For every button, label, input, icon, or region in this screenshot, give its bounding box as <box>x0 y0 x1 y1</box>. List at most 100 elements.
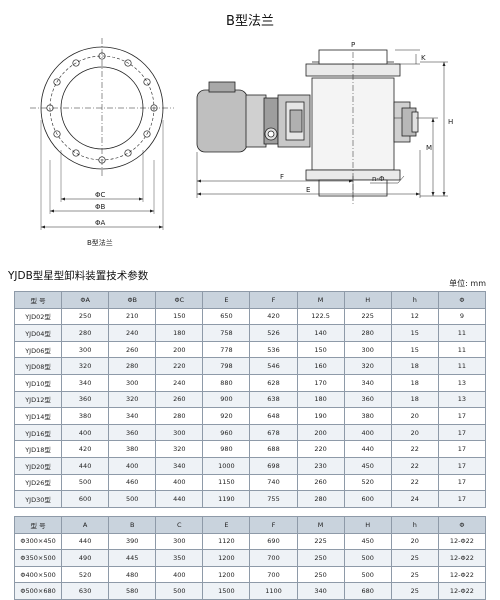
table-cell: 20 <box>390 532 439 551</box>
table-cell: 180 <box>296 390 345 409</box>
table-cell: 650 <box>202 307 251 326</box>
table-cell: 280 <box>155 407 204 425</box>
table-cell: 778 <box>202 340 251 359</box>
table-cell: 320 <box>155 440 204 458</box>
table-cell: 400 <box>61 423 110 442</box>
column-header: H <box>343 291 392 309</box>
table-cell: 260 <box>296 473 345 492</box>
table-cell: YJD30型 <box>13 490 63 508</box>
table-cell: 445 <box>108 549 157 567</box>
table-cell: 380 <box>343 407 392 425</box>
table-cell: 12-Φ22 <box>437 582 487 600</box>
table-cell: 170 <box>296 373 345 392</box>
column-header: ΦB <box>108 291 157 309</box>
table-cell: Φ400×500 <box>13 565 63 584</box>
table-cell: 1000 <box>202 456 251 475</box>
table-cell: 920 <box>202 407 251 425</box>
table-cell: 360 <box>61 390 110 409</box>
dim-e: E <box>306 186 310 194</box>
table-cell: 1200 <box>202 565 251 584</box>
table-cell: YJD16型 <box>13 423 63 442</box>
section-title: YJDB型星型卸料装置技术参数 <box>8 270 149 282</box>
dim-k: K <box>421 54 426 62</box>
table-cell: 320 <box>108 390 157 409</box>
flange-front-view <box>30 38 174 230</box>
table-cell: 225 <box>343 307 392 326</box>
column-header: B <box>108 516 157 534</box>
table-cell: 740 <box>249 473 298 492</box>
dim-n-phi: n-Φ <box>372 175 385 183</box>
table-cell: 250 <box>61 307 110 326</box>
table-cell: 546 <box>249 357 298 375</box>
table-cell: 500 <box>61 473 110 492</box>
table-cell: Φ500×680 <box>13 582 63 600</box>
table-cell: YJD04型 <box>13 324 63 342</box>
table-cell: 700 <box>249 565 298 584</box>
table-cell: 20 <box>390 407 439 425</box>
table-cell: 678 <box>249 423 298 442</box>
column-header: M <box>296 516 345 534</box>
table-cell: 300 <box>343 340 392 359</box>
dim-phi-b: ΦB <box>95 203 106 211</box>
table-cell: 11 <box>437 340 487 359</box>
table-cell: 758 <box>202 324 251 342</box>
dim-f: F <box>280 173 284 181</box>
table-cell: 500 <box>343 549 392 567</box>
table-cell: 210 <box>108 307 157 326</box>
table-cell: 648 <box>249 407 298 425</box>
table-cell: 140 <box>296 324 345 342</box>
table-cell: 25 <box>390 549 439 567</box>
column-header: h <box>390 516 439 534</box>
table-cell: 15 <box>390 340 439 359</box>
table-cell: 628 <box>249 373 298 392</box>
table-cell: 17 <box>437 440 487 458</box>
bolt-holes <box>46 52 158 164</box>
column-header: 型 号 <box>13 516 63 534</box>
column-header: ΦA <box>61 291 110 309</box>
table-cell: 11 <box>437 357 487 375</box>
table-cell: 22 <box>390 473 439 492</box>
table-cell: 250 <box>296 565 345 584</box>
table-cell: 630 <box>61 582 110 600</box>
table-cell: 520 <box>343 473 392 492</box>
table-cell: 300 <box>155 532 204 551</box>
table-cell: 490 <box>61 549 110 567</box>
table-cell: 688 <box>249 440 298 458</box>
table-cell: YJD08型 <box>13 357 63 375</box>
table-cell: 440 <box>155 490 204 508</box>
table-cell: 300 <box>108 373 157 392</box>
table-cell: 180 <box>155 324 204 342</box>
table-cell: 13 <box>437 390 487 409</box>
table-cell: 260 <box>108 340 157 359</box>
table-cell: 526 <box>249 324 298 342</box>
table-cell: 1500 <box>202 582 251 600</box>
table-cell: 440 <box>61 456 110 475</box>
table-cell: 698 <box>249 456 298 475</box>
table-cell: 160 <box>296 357 345 375</box>
table-cell: 260 <box>155 390 204 409</box>
table-cell: 240 <box>155 373 204 392</box>
column-header: F <box>249 291 298 309</box>
table-cell: 12-Φ22 <box>437 532 487 551</box>
table-cell: YJD26型 <box>13 473 63 492</box>
column-header: h <box>390 291 439 309</box>
table-cell: 24 <box>390 490 439 508</box>
table-cell: 17 <box>437 456 487 475</box>
dim-h: H <box>448 118 453 126</box>
column-header: 型 号 <box>13 291 63 309</box>
column-header: E <box>202 291 251 309</box>
table-cell: 25 <box>390 565 439 584</box>
